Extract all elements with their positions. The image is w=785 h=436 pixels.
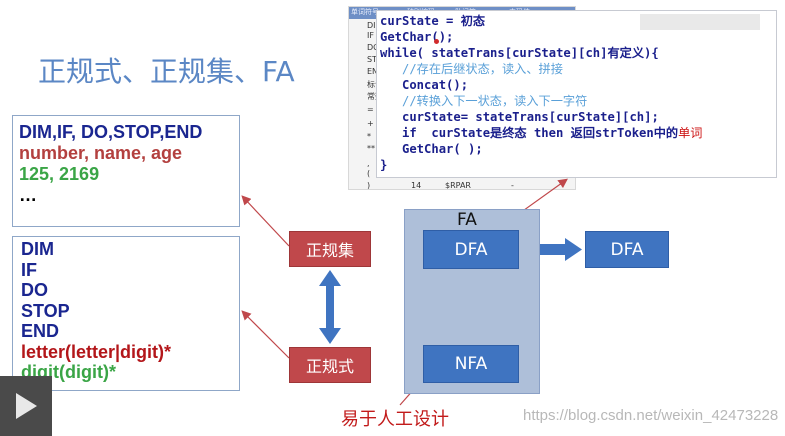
table-header-cell: 单词符号: [351, 8, 379, 16]
code-segment: }: [380, 158, 388, 172]
table-cell: DO: [367, 43, 380, 52]
example-line: STOP: [21, 300, 70, 321]
example-line: DO: [21, 280, 48, 300]
example-line: DIM,IF, DO,STOP,END: [19, 122, 203, 142]
double-arrow-set-expr: [319, 270, 341, 344]
regular-expression-label: 正规式: [289, 347, 371, 383]
table-cell: =: [367, 105, 374, 114]
table-cell: +: [367, 119, 374, 128]
example-line: letter(letter|digit)*: [21, 341, 172, 362]
code-segment: curState = 初态: [380, 14, 486, 28]
regular-set-label: 正规集: [289, 231, 371, 267]
arrow-expr-to-examples: [241, 310, 290, 359]
code-segment: curState= stateTrans[curState][ch];: [380, 110, 659, 124]
code-segment: if curState是终态 then 返回strToken中的: [380, 126, 679, 140]
easy-design-label: 易于人工设计: [341, 409, 449, 430]
table-cell: **: [367, 144, 375, 153]
example-line: …: [19, 185, 37, 205]
example-line: END: [21, 321, 60, 341]
play-icon: [16, 393, 37, 419]
nfa-node: NFA: [423, 345, 519, 383]
table-cell: 14: [411, 181, 422, 190]
table-cell: *: [367, 132, 371, 141]
blurred-region: [640, 14, 760, 30]
code-line: curState= stateTrans[curState][ch];: [380, 109, 776, 125]
code-line: }: [380, 157, 776, 173]
table-cell: DIM: [367, 21, 383, 30]
arrow-set-to-examples: [241, 195, 290, 247]
code-segment: 单词: [678, 126, 703, 140]
code-segment: //转换入下一状态，读入下一字符: [380, 94, 588, 108]
code-segment: while( stateTrans[curState][ch]有定义){: [380, 46, 659, 60]
code-line: curState = 初态: [380, 13, 776, 29]
code-line: if curState是终态 then 返回strToken中的单词: [380, 125, 776, 141]
table-cell: END: [367, 67, 384, 76]
play-button[interactable]: [0, 376, 52, 436]
code-segment: GetChar( );: [380, 142, 483, 156]
dfa-node: DFA: [423, 230, 519, 269]
example-line: number, name, age: [19, 143, 183, 163]
code-line: GetChar( );: [380, 141, 776, 157]
code-line: while( stateTrans[curState][ch]有定义){: [380, 45, 776, 61]
cursor-dot: [434, 39, 439, 44]
code-segment: Concat();: [380, 78, 469, 92]
table-cell: ): [367, 181, 371, 190]
example-line: 125, 2169: [19, 164, 100, 184]
table-cell: (: [367, 169, 371, 178]
code-line: Concat();: [380, 77, 776, 93]
table-cell: ,: [367, 159, 370, 168]
code-line: //存在后继状态，读入、拼接: [380, 61, 776, 77]
example-line: DIM: [21, 239, 54, 259]
minimized-dfa-node: DFA: [585, 231, 669, 268]
watermark: https://blog.csdn.net/weixin_42473228: [523, 407, 779, 424]
table-cell: IF: [367, 31, 374, 40]
table-cell: -: [511, 181, 514, 190]
code-line: //转换入下一状态，读入下一字符: [380, 93, 776, 109]
fa-label: FA: [457, 210, 477, 230]
slide-title: 正规式、正规集、FA: [38, 55, 295, 88]
arrow-dfa-to-dfa: [522, 238, 582, 261]
code-segment: //存在后继状态，读入、拼接: [380, 62, 563, 76]
example-line: IF: [21, 259, 37, 280]
table-cell: $RPAR: [445, 181, 471, 190]
